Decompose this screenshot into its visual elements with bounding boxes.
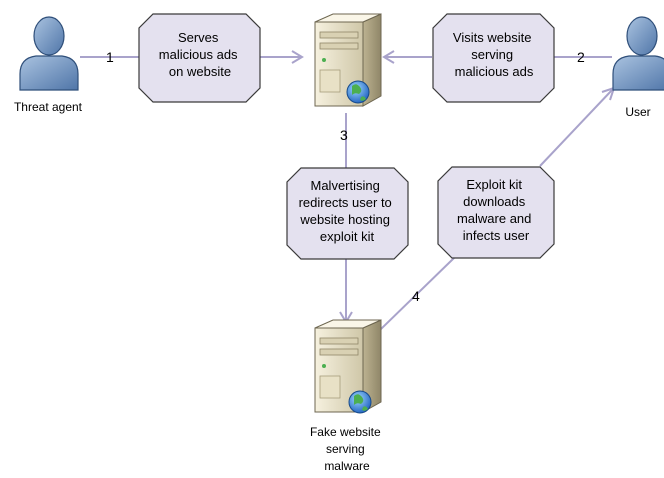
fake-server-icon <box>314 319 382 414</box>
step-box-exploit-kit: Exploit kit downloads malware and infect… <box>437 166 555 259</box>
threat-agent-label: Threat agent <box>14 100 83 114</box>
step-box-visits-site: Visits website serving malicious ads <box>432 13 555 103</box>
exploit-kit-line-4: infects user <box>463 228 530 243</box>
malvertising-line-1: Malvertising <box>311 178 380 193</box>
step-number-2: 2 <box>577 49 585 65</box>
connector-fake-to-exploit <box>379 257 455 331</box>
step-box-serves-ads: Serves malicious ads on website <box>138 13 261 103</box>
serves-ads-line-3: on website <box>169 64 231 79</box>
person-body <box>612 55 664 91</box>
visits-site-line-2: serving <box>471 47 513 62</box>
user-person-icon <box>612 16 664 91</box>
server-bay-2 <box>319 348 359 356</box>
user-label: User <box>625 105 650 119</box>
malvertising-line-4: exploit kit <box>320 229 375 244</box>
person-body <box>19 55 79 91</box>
globe-icon <box>348 390 372 414</box>
octagon-shape <box>437 166 555 259</box>
fake-server-label-line-2: serving <box>326 442 365 456</box>
svg-text:Serves malicious ads: Serves malicious ads on website <box>159 30 241 79</box>
step-number-4: 4 <box>412 288 420 304</box>
fake-server-label-line-3: malware <box>324 459 370 473</box>
exploit-kit-line-2: downloads <box>463 194 526 209</box>
server-bay-2 <box>319 42 359 50</box>
step-number-3: 3 <box>340 127 348 143</box>
malvertising-line-3: website hosting <box>299 212 390 227</box>
arrowhead-into-server-left <box>291 50 304 64</box>
svg-text:Exploit kit downloads: Exploit kit downloads malware and infect… <box>457 177 535 243</box>
connectors <box>80 50 616 331</box>
malvertising-line-2: redirects user to <box>299 195 392 210</box>
fake-server-label-line-1: Fake website <box>310 425 381 439</box>
visits-site-line-3: malicious ads <box>455 64 534 79</box>
web-server-icon <box>314 13 382 107</box>
serves-ads-line-2: malicious ads <box>159 47 238 62</box>
arrowhead-into-server-right <box>382 50 395 64</box>
step-box-malvertising: Malvertising redirects user to website h… <box>286 167 409 260</box>
server-bay-1 <box>319 31 359 39</box>
server-led <box>322 364 326 368</box>
step-number-1: 1 <box>106 49 114 65</box>
serves-ads-line-1: Serves <box>178 30 219 45</box>
visits-site-line-1: Visits website <box>453 30 532 45</box>
server-bay-1 <box>319 337 359 345</box>
svg-text:Fake website serving m: Fake website serving malware <box>310 425 384 473</box>
server-vent <box>319 69 341 93</box>
globe-icon <box>346 80 370 104</box>
octagon-shape <box>432 13 555 103</box>
connector-exploit-to-user <box>539 89 613 167</box>
server-vent <box>319 375 341 399</box>
exploit-kit-line-1: Exploit kit <box>466 177 522 192</box>
octagon-shape <box>138 13 261 103</box>
svg-text:Visits website serving: Visits website serving malicious ads <box>453 30 535 79</box>
person-head <box>626 16 658 56</box>
svg-text:Malvertising redirects u: Malvertising redirects user to website h… <box>299 178 396 244</box>
server-led <box>322 58 326 62</box>
exploit-kit-line-3: malware and <box>457 211 531 226</box>
person-head <box>33 16 65 56</box>
octagon-shape <box>286 167 409 260</box>
threat-agent-person-icon <box>19 16 79 91</box>
